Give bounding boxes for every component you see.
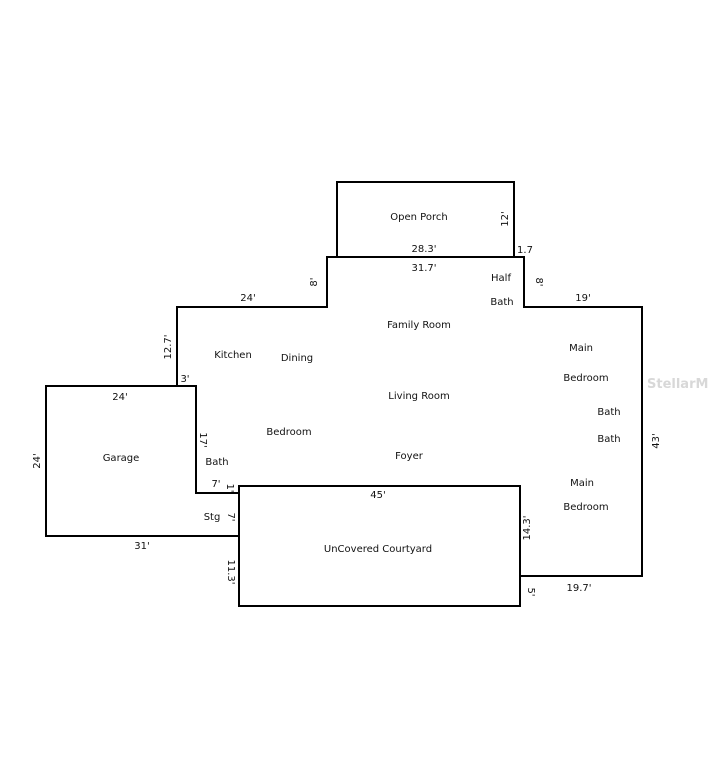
right-side-dim: 43' (651, 433, 662, 448)
courtyard-outline (238, 485, 521, 607)
bedroom-label: Bedroom (266, 427, 311, 438)
dining-label: Dining (281, 353, 313, 364)
watermark: StellarMLS (647, 377, 708, 392)
foyer-label: Foyer (395, 451, 424, 462)
bath-bottom-dim: 7' (211, 479, 220, 490)
garage-bottom-dim: 31' (134, 541, 149, 552)
courtyard-side-left-dim: 11.3' (225, 559, 236, 584)
garage-top-dim: 24' (112, 392, 127, 403)
open-porch-outline (336, 181, 515, 258)
main-bottom-label: Main (570, 478, 594, 489)
garage-label: Garage (103, 453, 140, 464)
left-top-dim: 24' (240, 293, 255, 304)
center-right-step-dim: 8' (533, 277, 544, 286)
kitchen-label: Kitchen (214, 350, 252, 361)
small-step-dim: 1' (224, 483, 235, 492)
courtyard-side-right-dim: 14.3' (522, 515, 533, 540)
left-side-dim: 12.7' (163, 334, 174, 359)
bath-right-2-label: Bath (597, 434, 620, 445)
main-bedroom-bottom-label: Bedroom (563, 502, 608, 513)
courtyard-bottom-step-dim: 5' (525, 587, 536, 596)
family-room-label: Family Room (387, 320, 451, 331)
bath-right-1-label: Bath (597, 407, 620, 418)
right-top-dim: 19' (575, 293, 590, 304)
living-room-label: Living Room (388, 391, 449, 402)
center-width-dim: 31.7' (411, 263, 436, 274)
main-bedroom-top-label: Bedroom (563, 373, 608, 384)
left-step-dim: 3' (180, 374, 189, 385)
right-bottom-dim: 19.7' (566, 583, 591, 594)
bath-left-label: Bath (205, 457, 228, 468)
porch-offset-dim: 1.7 (517, 245, 533, 256)
open-porch-label: Open Porch (390, 212, 447, 223)
half-label: Half (491, 273, 511, 284)
courtyard-top-dim: 45' (370, 490, 385, 501)
stg-side-dim: 7' (225, 512, 236, 521)
storage-label: Stg (204, 512, 221, 523)
center-left-step-dim: 8' (309, 277, 320, 286)
courtyard-label: UnCovered Courtyard (324, 544, 432, 555)
bath-wall-dim: 17' (197, 432, 208, 447)
garage-side-dim: 24' (32, 453, 43, 468)
porch-width-dim: 28.3' (411, 244, 436, 255)
porch-side-dim: 12' (500, 211, 511, 226)
main-top-label: Main (569, 343, 593, 354)
half-bath-label: Bath (490, 297, 513, 308)
main-house-outline (176, 256, 643, 577)
